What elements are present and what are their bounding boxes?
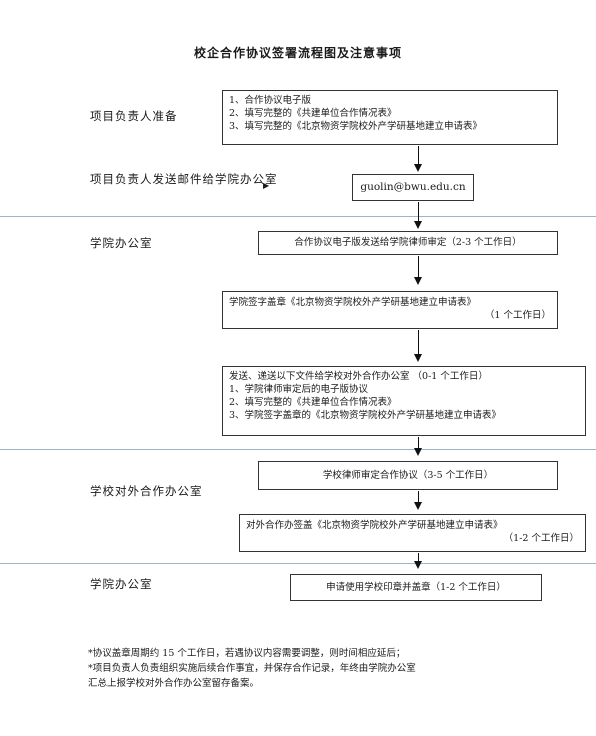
step-external-office-sign-box: 对外合作办签盖《北京物资学院校外产学研基地建立申请表》 （1-2 个工作日） [239, 514, 586, 552]
lane-label-project-lead-email: 项目负责人发送邮件给学院办公室 [90, 172, 278, 186]
lane-label-project-lead-prepare: 项目负责人准备 [90, 109, 178, 123]
lane-label-college-office: 学院办公室 [90, 236, 153, 250]
college-seal-duration: （1 个工作日） [484, 310, 551, 321]
note-line: *项目负责人负责组织实施后续合作事宜，并保存合作记录，年终由学院办公室 [88, 663, 416, 674]
step-lawyer-review-box: 合作协议电子版发送给学院律师审定（2-3 个工作日） [258, 231, 558, 255]
note-line: *协议盖章周期约 15 个工作日，若遇协议内容需要调整，则时间相应延后； [88, 648, 406, 659]
page-title: 校企合作协议签署流程图及注意事项 [193, 46, 402, 60]
flow-arrow [414, 437, 422, 456]
flow-arrow [414, 553, 422, 569]
step-college-seal-box: 学院签字盖章《北京物资学院校外产学研基地建立申请表》 （1 个工作日） [222, 291, 558, 329]
lane-label-college-office-final: 学院办公室 [90, 577, 153, 591]
send-docs-item: 2、填写完整的《共建单位合作情况表》 [229, 397, 397, 408]
send-docs-header: 发送、递送以下文件给学校对外合作办公室 [229, 371, 410, 382]
step-send-documents-box: 发送、递送以下文件给学校对外合作办公室 （0-1 个工作日） 1、学院律师审定后… [222, 366, 586, 436]
flow-arrow [414, 202, 422, 229]
lane-divider [0, 563, 596, 564]
lane-divider [0, 216, 596, 217]
mouse-cursor-icon: ▶ [263, 181, 270, 190]
flow-arrow [414, 256, 422, 285]
lane-divider [0, 449, 596, 450]
email-address-box: guolin@bwu.edu.cn [352, 174, 474, 201]
flow-arrow [414, 491, 422, 510]
step-prepare-box: 1、合作协议电子版 2、填写完整的《共建单位合作情况表》 3、填写完整的《北京物… [222, 90, 558, 145]
flow-arrow [414, 146, 422, 172]
send-docs-item: 3、学院签字盖章的《北京物资学院校外产学研基地建立申请表》 [229, 410, 502, 421]
step-apply-seal-box: 申请使用学校印章并盖章（1-2 个工作日） [290, 574, 542, 601]
lane-label-school-external-office: 学校对外合作办公室 [90, 484, 203, 498]
prepare-item: 3、填写完整的《北京物资学院校外产学研基地建立申请表》 [229, 121, 483, 132]
notes: *协议盖章周期约 15 个工作日，若遇协议内容需要调整，则时间相应延后； *项目… [88, 646, 416, 691]
send-docs-item: 1、学院律师审定后的电子版协议 [229, 384, 369, 395]
note-line: 汇总上报学校对外合作办公室留存备案。 [88, 678, 260, 689]
prepare-item: 1、合作协议电子版 [229, 95, 312, 106]
step-school-lawyer-box: 学校律师审定合作协议（3-5 个工作日） [258, 461, 558, 490]
prepare-item: 2、填写完整的《共建单位合作情况表》 [229, 108, 397, 119]
external-sign-duration: （1-2 个工作日） [503, 533, 579, 544]
send-docs-duration: （0-1 个工作日） [412, 371, 488, 382]
flow-arrow [414, 330, 422, 362]
college-seal-text: 学院签字盖章《北京物资学院校外产学研基地建立申请表》 [229, 297, 477, 308]
external-sign-text: 对外合作办签盖《北京物资学院校外产学研基地建立申请表》 [246, 520, 503, 531]
